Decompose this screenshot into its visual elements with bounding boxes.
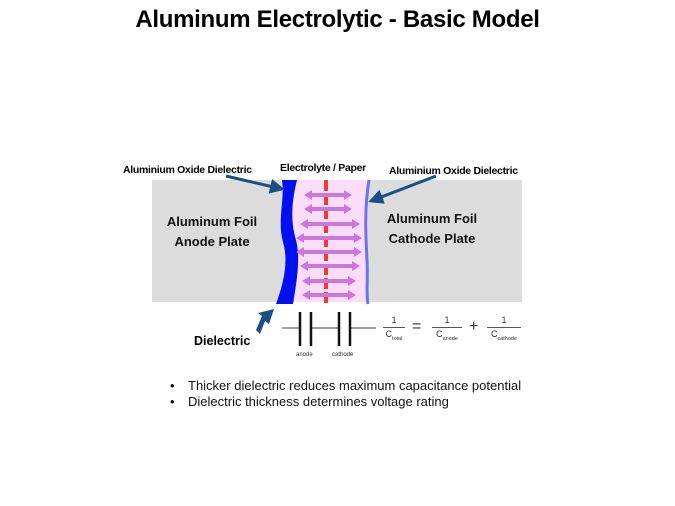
cathode-oxide-pointer-arrow [368, 174, 437, 204]
field-arrow [300, 219, 360, 229]
slide-title: Aluminum Electrolytic - Basic Model [135, 6, 540, 33]
dielectric-label: Dielectric [194, 334, 251, 348]
anode-oxide-layer [276, 180, 299, 304]
schematic-cathode-label: cathode [332, 352, 354, 358]
anode-plate-line1: Aluminum Foil [166, 214, 258, 229]
fraction-total: 1 Ctotal [383, 315, 405, 345]
field-arrow [304, 204, 352, 214]
field-arrow [302, 276, 356, 286]
bullet-item: Thicker dielectric reduces maximum capac… [170, 378, 521, 394]
field-arrow [304, 190, 352, 200]
anode-plate-line2: Anode Plate [174, 234, 250, 249]
field-arrow [296, 233, 362, 243]
field-arrows [296, 190, 362, 300]
field-arrow [296, 247, 362, 257]
schematic-anode-label: anode [296, 352, 313, 358]
anode-oxide-pointer-arrow [225, 174, 285, 194]
plus-sign: + [469, 318, 479, 335]
capacitor-plates [298, 312, 352, 346]
bullet-list: Thicker dielectric reduces maximum capac… [170, 378, 521, 410]
equals-sign: = [412, 318, 422, 335]
cathode-oxide-layer [364, 179, 371, 305]
field-arrow [302, 290, 356, 300]
bullet-item: Dielectric thickness determines voltage … [170, 394, 521, 410]
anode-plate-label: Aluminum Foil Anode Plate [158, 212, 266, 252]
fraction-cathode: 1 Ccathode [487, 315, 521, 345]
dielectric-pointer-arrow [256, 309, 274, 334]
cathode-plate-line1: Aluminum Foil [386, 211, 478, 226]
cathode-plate-label: Aluminum Foil Cathode Plate [378, 209, 486, 249]
label-electrolyte: Electrolyte / Paper [280, 162, 366, 174]
label-cathode-oxide: Aluminium Oxide Dielectric [389, 165, 518, 177]
label-anode-oxide: Aluminium Oxide Dielectric [123, 164, 252, 176]
field-arrow [300, 261, 360, 271]
cathode-plate-line2: Cathode Plate [388, 231, 476, 246]
fraction-anode: 1 Canode [432, 315, 462, 345]
